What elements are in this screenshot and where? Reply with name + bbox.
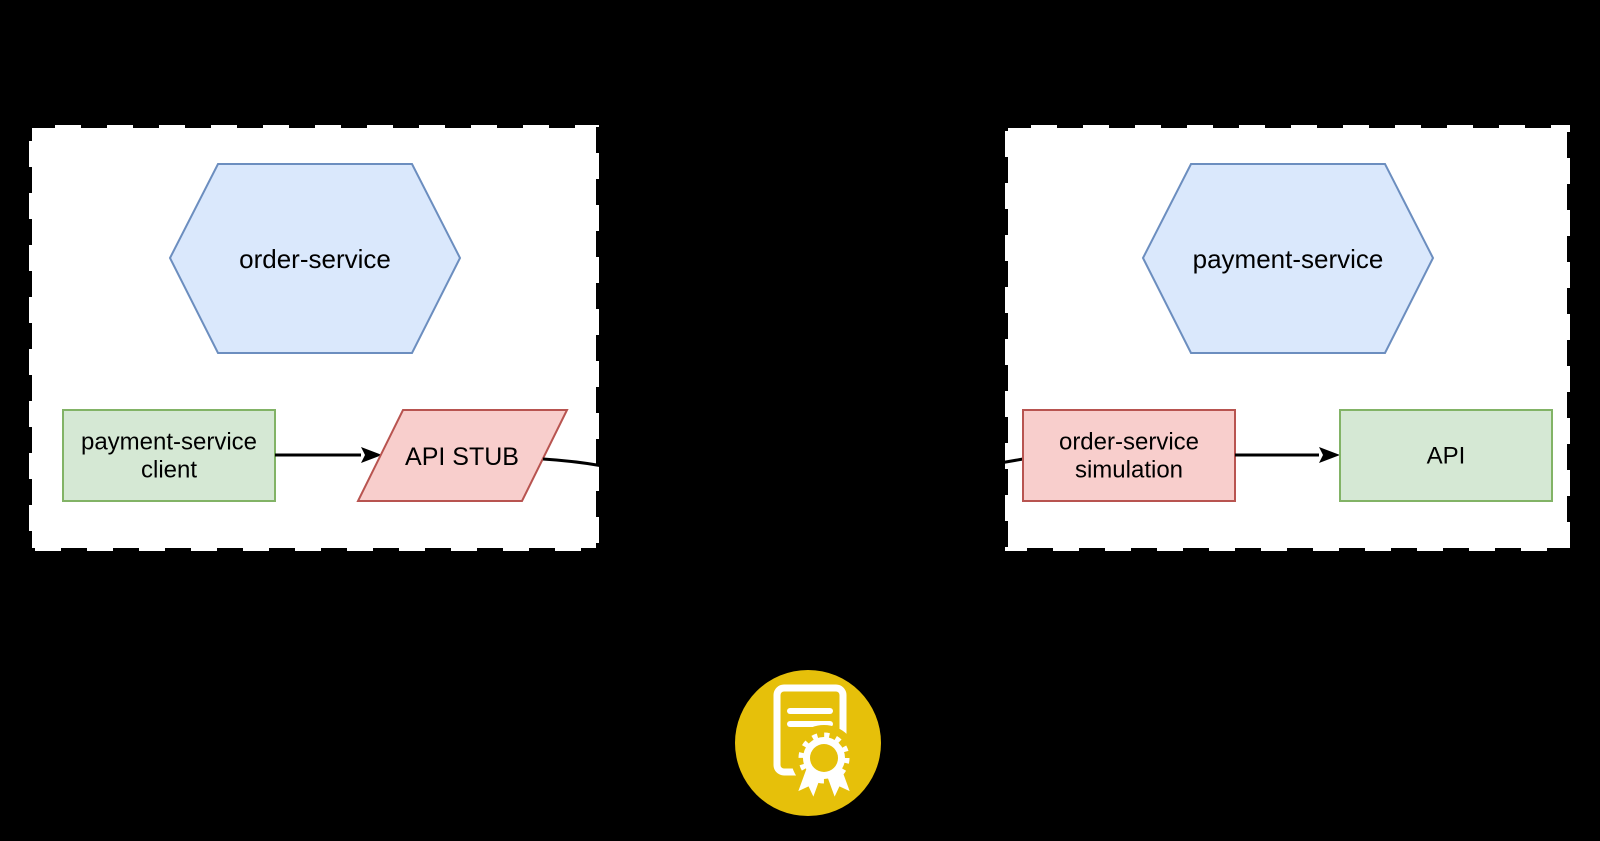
payment-service-client-label-line2: client xyxy=(141,457,197,484)
order-service-simulation-label-line1: order-service xyxy=(1059,429,1199,456)
stub-outgoing-connector xyxy=(542,457,604,468)
api-stub-label: API STUB xyxy=(405,443,519,471)
simulation-to-api-arrowhead-icon xyxy=(1319,447,1340,463)
order-service-simulation-box xyxy=(1022,409,1236,502)
order-service-hexagon xyxy=(168,163,462,354)
simulation-incoming-connector xyxy=(999,457,1024,465)
client-to-stub-arrowhead-icon xyxy=(361,447,382,463)
order-service-simulation-label-line2: simulation xyxy=(1075,457,1183,484)
certificate-rosette-teeth xyxy=(798,732,850,784)
certificate-icon xyxy=(735,670,881,816)
api-box xyxy=(1339,409,1553,502)
certificate-rosette-center xyxy=(810,744,838,772)
order-service-label: order-service xyxy=(239,244,391,274)
client-to-stub-arrow xyxy=(275,447,382,463)
api-stub-parallelogram xyxy=(356,409,569,502)
provider-boundary-box: payment-service order-service simulation… xyxy=(999,122,1573,554)
payment-service-label: payment-service xyxy=(1193,244,1384,274)
payment-service-client-label-line1: payment-service xyxy=(81,429,257,456)
api-label: API xyxy=(1427,443,1466,470)
simulation-to-api-arrow xyxy=(1235,447,1340,463)
payment-service-client-box xyxy=(62,409,276,502)
consumer-boundary-box: order-service payment-service client API… xyxy=(26,122,604,554)
payment-service-hexagon xyxy=(1141,163,1435,354)
